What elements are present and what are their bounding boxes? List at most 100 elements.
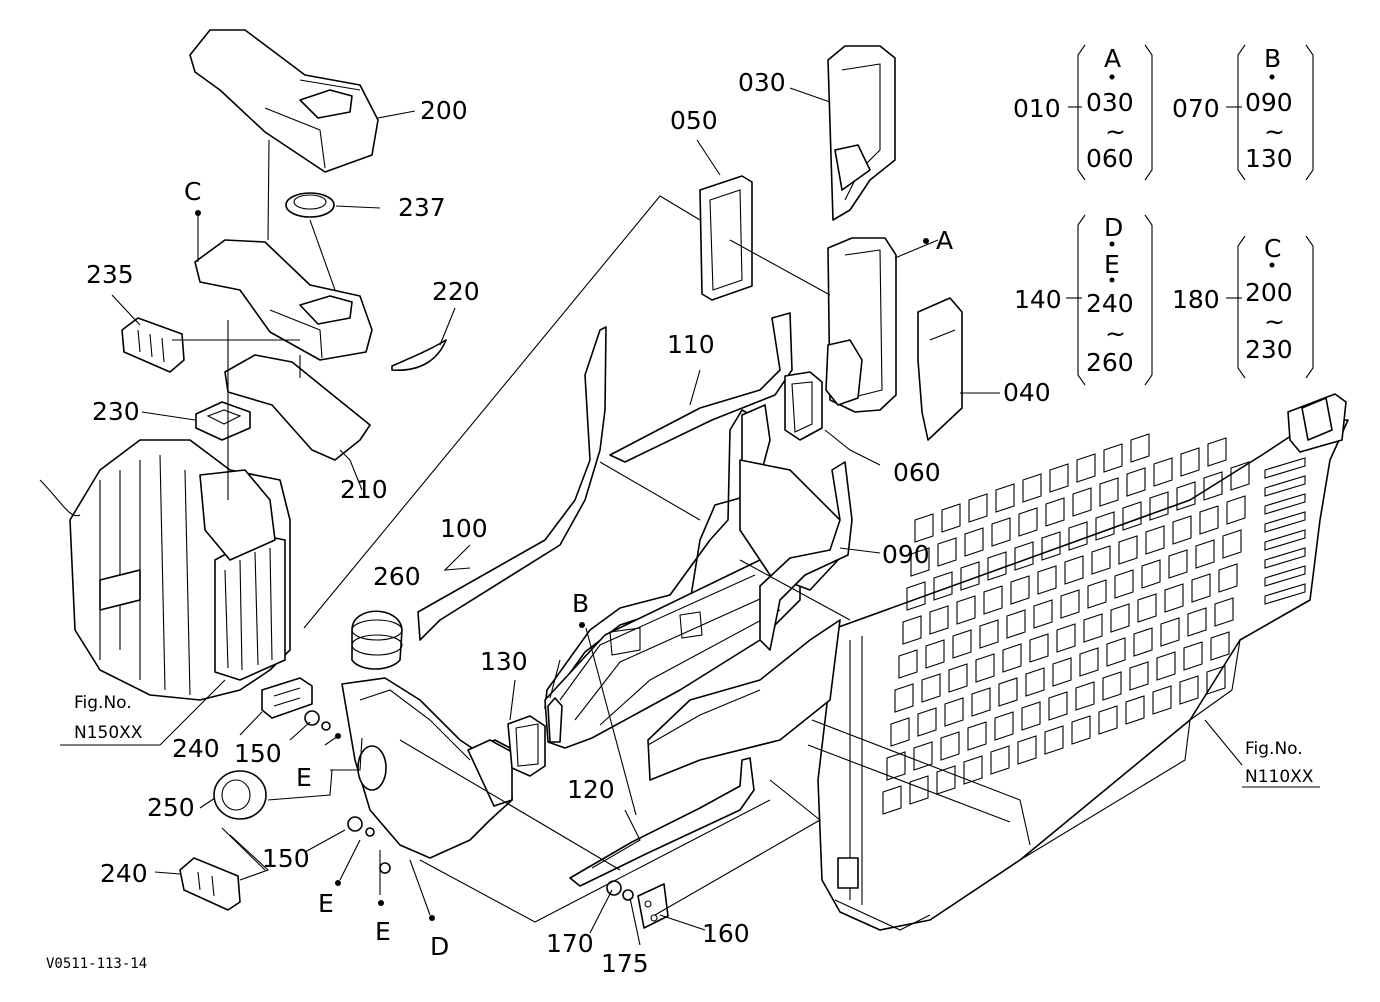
label-250: 250	[147, 793, 195, 822]
grille-cell	[1206, 665, 1226, 695]
grille-cell	[1141, 559, 1161, 589]
grille-cell	[906, 581, 926, 611]
assembly-letter: B	[1264, 44, 1281, 73]
assembly-number: 070	[1172, 94, 1220, 123]
grille-cell	[1099, 477, 1119, 507]
grille-cell	[1195, 539, 1215, 569]
grille-cell	[1149, 491, 1169, 521]
grille-cell	[1187, 607, 1207, 637]
louver-slot	[1264, 475, 1306, 497]
filter-050	[699, 175, 753, 301]
grille-cell	[1041, 531, 1061, 561]
assembly-range-from: 240	[1086, 289, 1134, 318]
grille-cell	[990, 745, 1010, 775]
reference-code: N150XX	[74, 723, 143, 743]
grille-cell	[1029, 633, 1049, 663]
grille-cell	[941, 503, 961, 533]
grille-cell	[1044, 725, 1064, 755]
label-170: 170	[546, 929, 594, 958]
grille-cell	[909, 775, 929, 805]
assembly-range-sep: ~	[1105, 319, 1126, 348]
grille-cell	[956, 595, 976, 625]
grille-cell	[1106, 637, 1126, 667]
grille-cell	[1021, 701, 1041, 731]
reference-title: Fig.No.	[1245, 739, 1303, 759]
main-duct-b	[544, 404, 841, 781]
grille-cell	[1095, 511, 1115, 541]
grille-cell	[1168, 549, 1188, 579]
grille-cell	[1218, 563, 1238, 593]
assembly-180: 180 C 200 ~ 230	[1172, 234, 1293, 364]
label-230: 230	[92, 397, 140, 426]
grille-cell	[971, 687, 991, 717]
point-d: D	[430, 932, 449, 961]
grille-cell	[1126, 467, 1146, 497]
assembly-range-from: 200	[1245, 278, 1293, 307]
label-175: 175	[601, 949, 649, 978]
label-240-lower: 240	[100, 859, 148, 888]
grille-cell	[963, 755, 983, 785]
label-100: 100	[440, 514, 488, 543]
grille-240-upper	[261, 677, 313, 719]
duct-d-assembly	[341, 677, 513, 859]
louver-slot	[1264, 511, 1306, 533]
grille-cell	[1006, 609, 1026, 639]
grille-cell	[1137, 593, 1157, 623]
assembly-letter: D	[1104, 213, 1123, 242]
grille-cell	[960, 561, 980, 591]
bracket-160	[637, 883, 669, 929]
label-160: 160	[702, 919, 750, 948]
grille-cell	[1087, 579, 1107, 609]
point-b: B	[572, 589, 589, 618]
grille-cell	[1125, 695, 1145, 725]
grille-cell	[902, 615, 922, 645]
assembly-range-from: 030	[1086, 88, 1134, 117]
duct-100	[417, 326, 607, 641]
assembly-range-sep: ~	[1264, 117, 1285, 146]
point-c: C	[184, 177, 201, 206]
vent-060	[784, 371, 823, 441]
grille-cell	[913, 741, 933, 771]
grille-cell	[1199, 505, 1219, 535]
point-e-1: E	[296, 763, 312, 792]
grille-cell	[975, 653, 995, 683]
grille-cell	[1002, 643, 1022, 673]
grille-cell	[948, 663, 968, 693]
label-237: 237	[398, 193, 446, 222]
grille-cell	[1049, 463, 1069, 493]
grille-cell	[1110, 603, 1130, 633]
grille-cell	[1129, 661, 1149, 691]
grille-cell	[1052, 657, 1072, 687]
grille-cell	[1098, 705, 1118, 735]
grille-cell	[1017, 735, 1037, 765]
grille-cell	[1064, 555, 1084, 585]
grille-cell	[936, 765, 956, 795]
grille-cell	[1079, 647, 1099, 677]
grille-cell	[1203, 471, 1223, 501]
reference-n150xx: Fig.No. N150XX	[74, 693, 143, 743]
grille-cell	[917, 707, 937, 737]
vent-130	[507, 715, 546, 777]
duct-030	[827, 45, 896, 221]
leader-lines	[60, 87, 1320, 946]
grille-cell	[995, 483, 1015, 513]
grille-cell	[1207, 437, 1227, 467]
grille-cell	[1118, 535, 1138, 565]
grille-cell	[1025, 667, 1045, 697]
grille-cell	[1010, 575, 1030, 605]
grille-cell	[1076, 453, 1096, 483]
assembly-range-to: 260	[1086, 348, 1134, 377]
label-200: 200	[420, 96, 468, 125]
grille-cell	[1075, 681, 1095, 711]
duct-a-assembly	[825, 237, 897, 413]
grille-cell	[1056, 623, 1076, 653]
drawing-code: V0511-113-14	[46, 956, 147, 972]
reference-code: N110XX	[1245, 767, 1314, 787]
grille-cell	[983, 585, 1003, 615]
louver-slot	[1264, 565, 1306, 587]
assembly-letter: E	[1104, 250, 1120, 279]
grille-cell	[898, 649, 918, 679]
grille-cell	[1091, 545, 1111, 575]
grille-cell	[894, 683, 914, 713]
grille-cell	[933, 571, 953, 601]
